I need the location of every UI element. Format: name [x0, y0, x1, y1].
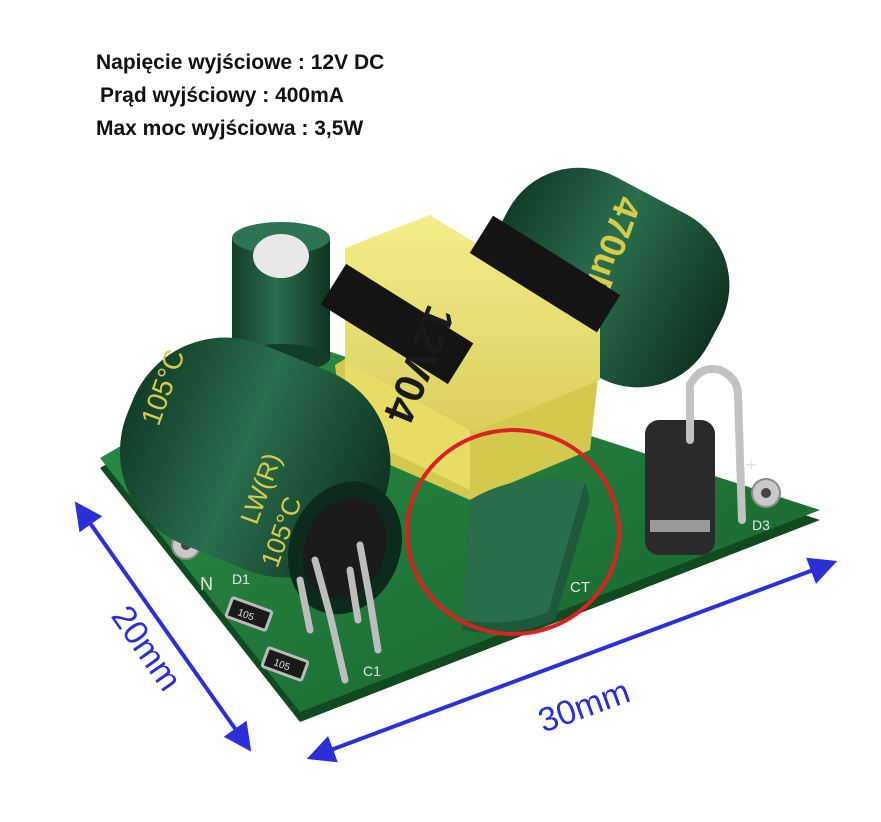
board-label-plus: +	[745, 452, 758, 477]
spec-max-power: Max moc wyjściowa : 3,5W	[96, 117, 364, 140]
smd-resistor-2: 105	[260, 646, 310, 682]
spec-text-block: Napięcie wyjściowe : 12V DC Prąd wyjścio…	[96, 46, 384, 145]
board-label-c1: C1	[363, 663, 381, 679]
transformer: 12V04	[320, 215, 621, 500]
board-label-ct: CT	[570, 579, 590, 596]
board-label-d3: D3	[752, 517, 770, 533]
diode-d3	[645, 365, 746, 555]
dimension-arrow-20mm	[74, 501, 252, 752]
dimension-label-30mm: 30mm	[533, 672, 635, 740]
capacitor-small	[232, 222, 330, 372]
board-label-n: N	[200, 574, 213, 594]
spec-output-voltage: Napięcie wyjściowe : 12V DC	[96, 51, 385, 74]
board-label-d1: D1	[232, 571, 250, 587]
dimension-arrow-30mm	[306, 557, 838, 763]
spec-output-current: Prąd wyjściowy : 400mA	[100, 84, 344, 107]
